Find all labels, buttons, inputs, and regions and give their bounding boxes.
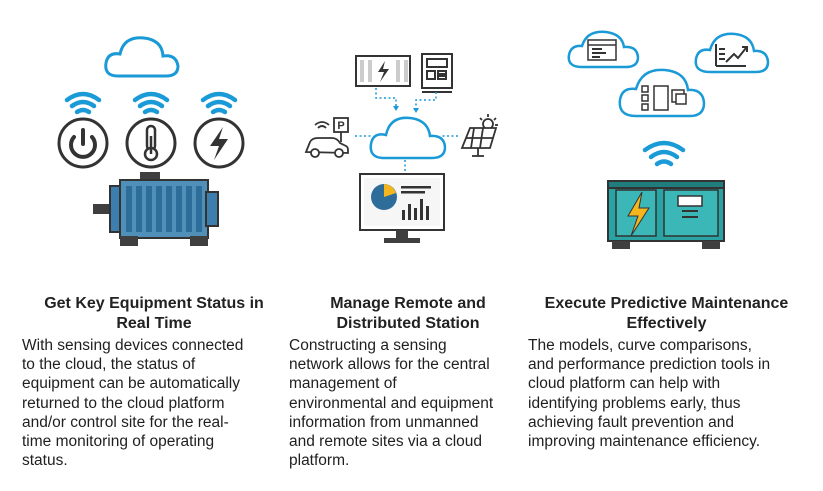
cloud-icon xyxy=(618,68,706,118)
lightning-icon xyxy=(193,117,245,169)
remote-station-illustration: P xyxy=(304,53,498,243)
wifi-icon xyxy=(642,140,686,167)
description-line: and/or control site for the real- xyxy=(22,413,229,431)
description-line: time monitoring of operating xyxy=(22,433,215,451)
title-line: Execute Predictive Maintenance xyxy=(544,295,789,312)
car-icon xyxy=(304,117,349,158)
column-description: With sensing devices connected to the cl… xyxy=(22,336,290,470)
column-remote-station: P Man xyxy=(280,0,540,491)
power-icon xyxy=(57,117,109,169)
description-line: Constructing a sensing xyxy=(289,337,447,354)
description-line: With sensing devices connected xyxy=(22,337,244,354)
description-line: identifying problems early, thus xyxy=(528,394,741,412)
description-line: and performance prediction tools in xyxy=(528,356,771,374)
description-line: The models, curve comparisons, xyxy=(528,337,752,354)
description-line: achieving fault prevention and xyxy=(528,413,734,431)
cloud-icon xyxy=(104,36,180,78)
solar-panel-icon xyxy=(460,114,498,157)
description-line: to the cloud, the status of xyxy=(22,356,196,374)
title-line: Real Time xyxy=(116,315,192,332)
column-title: Execute Predictive Maintenance Effective… xyxy=(520,294,813,334)
column-description: Constructing a sensing network allows fo… xyxy=(289,336,540,470)
title-line: Manage Remote and xyxy=(330,295,486,312)
description-line: information from unmanned xyxy=(289,413,479,431)
cloud-icon xyxy=(567,30,640,69)
cloud-icon xyxy=(369,116,447,160)
description-line: returned to the cloud platform xyxy=(22,394,225,412)
motor-icon xyxy=(355,55,411,87)
title-line: Get Key Equipment Status in xyxy=(44,295,264,312)
description-line: environmental and equipment xyxy=(289,394,494,412)
wifi-icon xyxy=(200,91,238,115)
column-title: Get Key Equipment Status in Real Time xyxy=(22,294,286,334)
description-line: status. xyxy=(22,452,68,470)
title-line: Effectively xyxy=(626,315,707,332)
wifi-icon xyxy=(64,91,102,115)
column-predictive-maintenance: Execute Predictive Maintenance Effective… xyxy=(520,0,823,491)
parking-sign-label: P xyxy=(337,120,344,132)
description-line: and remote sites via a cloud xyxy=(289,433,482,451)
description-line: network allows for the central xyxy=(289,356,490,374)
generator-icon xyxy=(607,180,725,249)
monitor-icon xyxy=(359,173,445,243)
column-title: Manage Remote and Distributed Station xyxy=(282,294,534,334)
wifi-icon xyxy=(132,91,170,115)
column-description: The models, curve comparisons, and perfo… xyxy=(528,336,823,451)
motor-icon xyxy=(93,172,219,246)
description-line: improving maintenance efficiency. xyxy=(528,433,761,451)
column-equipment-status: Get Key Equipment Status in Real Time Wi… xyxy=(0,0,290,491)
cloud-icon xyxy=(694,32,770,74)
description-line: cloud platform can help with xyxy=(528,375,721,393)
description-line: platform. xyxy=(289,452,350,470)
title-line: Distributed Station xyxy=(336,315,480,332)
thermometer-icon xyxy=(125,117,177,169)
equipment-status-illustration xyxy=(57,36,245,246)
description-line: equipment can be automatically xyxy=(22,375,240,393)
predictive-maintenance-illustration xyxy=(567,30,770,249)
description-line: management of xyxy=(289,375,397,393)
cabinet-icon xyxy=(421,53,453,93)
